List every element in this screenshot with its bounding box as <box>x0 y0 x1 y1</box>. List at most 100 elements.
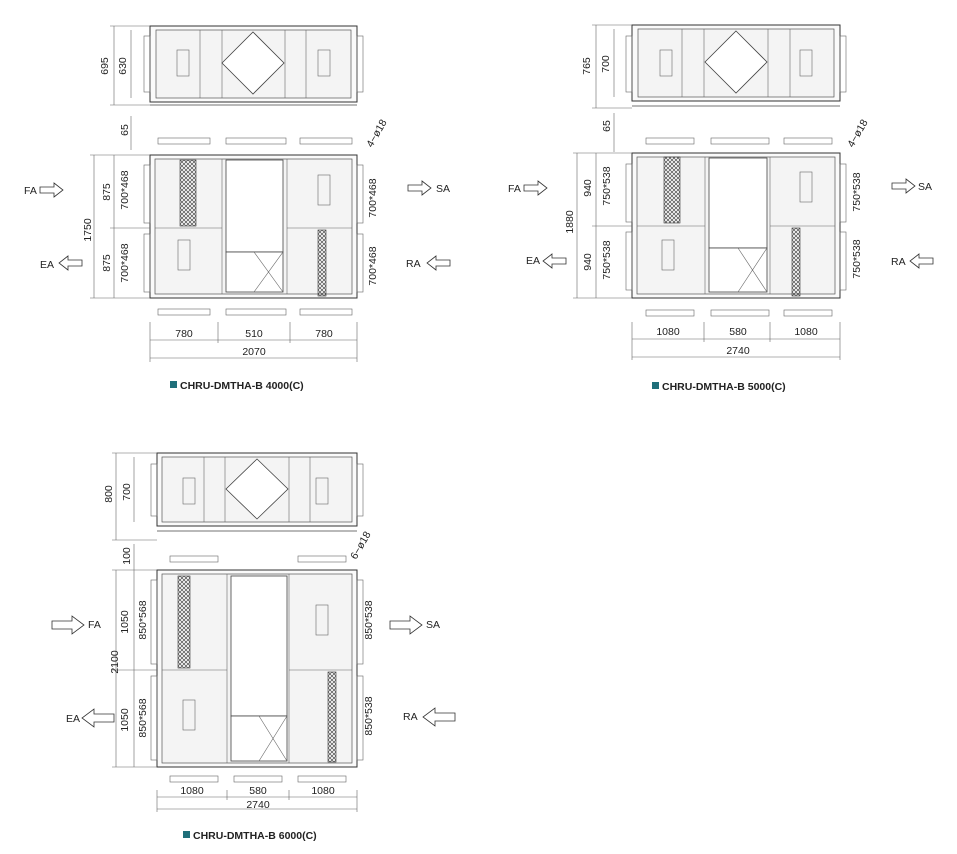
duct-left-bottom-label: 850*568 <box>137 698 149 737</box>
caption-marker-icon <box>183 831 190 838</box>
height-box-label: 700 <box>600 55 612 73</box>
fan-right-icon <box>317 49 331 77</box>
width-2-label: 580 <box>729 326 747 338</box>
ra-arrow-icon <box>422 707 456 727</box>
fan-left-icon <box>659 49 673 77</box>
depth-total-label: 2100 <box>109 650 121 674</box>
front-dimensions: 695 630 65 <box>99 25 150 150</box>
front-elevation <box>625 24 847 107</box>
sa-label: SA <box>426 619 440 631</box>
fan-supply-icon <box>317 174 331 206</box>
front-dimensions: 800 700 100 <box>103 452 157 570</box>
fan-supply-icon <box>799 171 813 203</box>
height-total-label: 695 <box>99 57 111 75</box>
depth-top-label: 940 <box>582 179 594 197</box>
width-2-label: 510 <box>245 328 263 340</box>
height-total-label: 800 <box>103 485 115 503</box>
ra-arrow-icon <box>909 253 934 269</box>
duct-left-top-label: 850*568 <box>137 600 149 639</box>
fan-left-icon <box>182 477 196 505</box>
sa-label: SA <box>918 181 932 193</box>
ra-label: RA <box>403 711 418 723</box>
depth-top-label: 1050 <box>119 610 131 634</box>
fan-left-icon <box>176 49 190 77</box>
sa-label: SA <box>436 183 450 195</box>
gap-label: 100 <box>121 547 133 565</box>
duct-right-bottom-label: 750*538 <box>851 239 863 278</box>
width-total-label: 2740 <box>246 799 270 811</box>
width-2-label: 580 <box>249 785 267 797</box>
ea-arrow-icon <box>81 708 115 728</box>
plan-view: 6−ø18 <box>150 529 374 783</box>
plan-dimensions: 2100 1050 1050 850*568 850*568 850*538 8… <box>109 569 375 812</box>
duct-left-bottom-label: 700*468 <box>119 243 131 282</box>
fan-supply-icon <box>315 604 329 636</box>
fan-exhaust-icon <box>661 239 675 271</box>
ea-label: EA <box>66 713 80 725</box>
fa-arrow-icon <box>51 615 85 635</box>
ra-arrow-icon <box>426 255 451 271</box>
fa-arrow-icon <box>39 182 64 198</box>
airflow-arrows: FA EA SA RA <box>51 615 456 728</box>
ea-label: EA <box>40 259 54 271</box>
caption-marker-icon <box>170 381 177 388</box>
height-box-label: 630 <box>117 57 129 75</box>
unit-caption: CHRU-DMTHA-B 4000(C) <box>180 380 304 392</box>
fan-right-icon <box>315 477 329 505</box>
heat-exchanger-core <box>225 458 289 520</box>
duct-right-bottom-label: 850*538 <box>363 696 375 735</box>
airflow-arrows: FA EA SA RA <box>508 178 934 269</box>
width-1-label: 1080 <box>180 785 204 797</box>
hole-label: 4−ø18 <box>364 117 390 149</box>
fa-label: FA <box>508 183 521 195</box>
unit-caption: CHRU-DMTHA-B 6000(C) <box>193 830 317 842</box>
width-1-label: 780 <box>175 328 193 340</box>
width-1-label: 1080 <box>656 326 680 338</box>
plan-dimensions: 1880 940 940 750*538 750*538 750*538 750… <box>564 152 863 360</box>
plan-dimensions: 1750 875 875 700*468 700*468 700*468 700… <box>82 154 379 362</box>
width-3-label: 780 <box>315 328 333 340</box>
duct-left-top-label: 700*468 <box>119 170 131 209</box>
fa-arrow-icon <box>523 180 548 196</box>
filter-supply <box>179 159 197 227</box>
fan-right-icon <box>799 49 813 77</box>
depth-total-label: 1880 <box>564 210 576 234</box>
front-elevation <box>150 452 364 532</box>
duct-right-top-label: 700*468 <box>367 178 379 217</box>
depth-top-label: 875 <box>101 183 113 201</box>
plan-view: 4−ø18 <box>625 117 871 317</box>
gap-label: 65 <box>601 120 613 132</box>
fan-exhaust-icon <box>177 239 191 271</box>
ea-label: EA <box>526 255 540 267</box>
depth-bottom-label: 940 <box>582 253 594 271</box>
duct-right-top-label: 750*538 <box>851 172 863 211</box>
ea-arrow-icon <box>58 255 83 271</box>
hole-label: 4−ø18 <box>845 117 871 149</box>
ra-label: RA <box>406 258 421 270</box>
width-total-label: 2070 <box>242 346 266 358</box>
heat-exchanger-core <box>221 31 285 95</box>
height-box-label: 700 <box>121 483 133 501</box>
plan-view: 4−ø18 <box>143 117 390 316</box>
sa-arrow-icon <box>407 180 432 196</box>
caption-marker-icon <box>652 382 659 389</box>
heat-exchanger-core <box>704 30 768 94</box>
depth-bottom-label: 1050 <box>119 708 131 732</box>
duct-right-bottom-label: 700*468 <box>367 246 379 285</box>
filter-supply <box>177 575 191 669</box>
gap-label: 65 <box>119 124 131 136</box>
airflow-arrows: FA EA SA RA <box>24 180 451 271</box>
ra-label: RA <box>891 256 906 268</box>
hole-label: 6−ø18 <box>348 529 374 561</box>
width-3-label: 1080 <box>311 785 335 797</box>
width-total-label: 2740 <box>726 345 750 357</box>
filter-return <box>317 229 327 297</box>
duct-left-bottom-label: 750*538 <box>601 240 613 279</box>
fa-label: FA <box>24 185 37 197</box>
unit-caption: CHRU-DMTHA-B 5000(C) <box>662 381 786 393</box>
duct-right-top-label: 850*538 <box>363 600 375 639</box>
front-dimensions: 765 700 65 <box>581 24 632 152</box>
sa-arrow-icon <box>891 178 916 194</box>
sa-arrow-icon <box>389 615 423 635</box>
